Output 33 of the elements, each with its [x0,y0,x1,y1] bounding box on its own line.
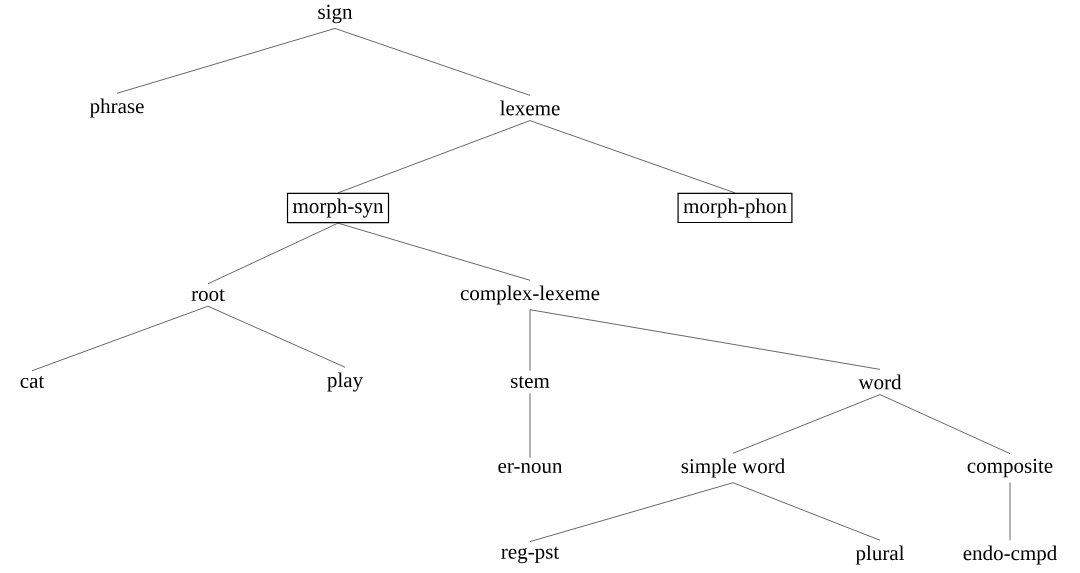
term-label: reg-pst [501,546,560,564]
tree-branch [529,120,736,194]
term-label: endo-cmpd [963,545,1057,565]
tree-branch [879,394,1011,454]
term-box: morph-phon [677,192,793,224]
term-label: complex-lexeme [460,285,600,305]
tree-branch [207,222,339,285]
term-box: morph-syn [286,192,390,224]
tree-branch [529,309,531,372]
tree-branch [1009,482,1011,541]
term-label: composite [967,458,1053,478]
term-label: plural [855,545,905,565]
term-label: word [858,374,902,390]
tree-branch [732,394,881,454]
term-label: root [191,288,225,301]
term-label: er-noun [498,462,563,474]
tree-branch [529,482,734,542]
tree-branch [116,28,336,94]
term-label: stem [511,375,550,388]
term-label: lexeme [500,100,560,116]
term-label: simple word [681,458,785,478]
tree-branch [732,482,881,541]
tree-branch [207,305,346,368]
term-label: cat [20,375,45,388]
tree-branch [529,392,531,459]
tree-branch [337,222,531,281]
term-label: sign [318,4,353,24]
tree-branch [334,28,531,96]
tree-branch [31,305,209,372]
term-label: phrase [89,98,144,118]
tree-branch [337,120,531,194]
term-label: play [327,372,363,392]
tree-branch [529,309,881,370]
